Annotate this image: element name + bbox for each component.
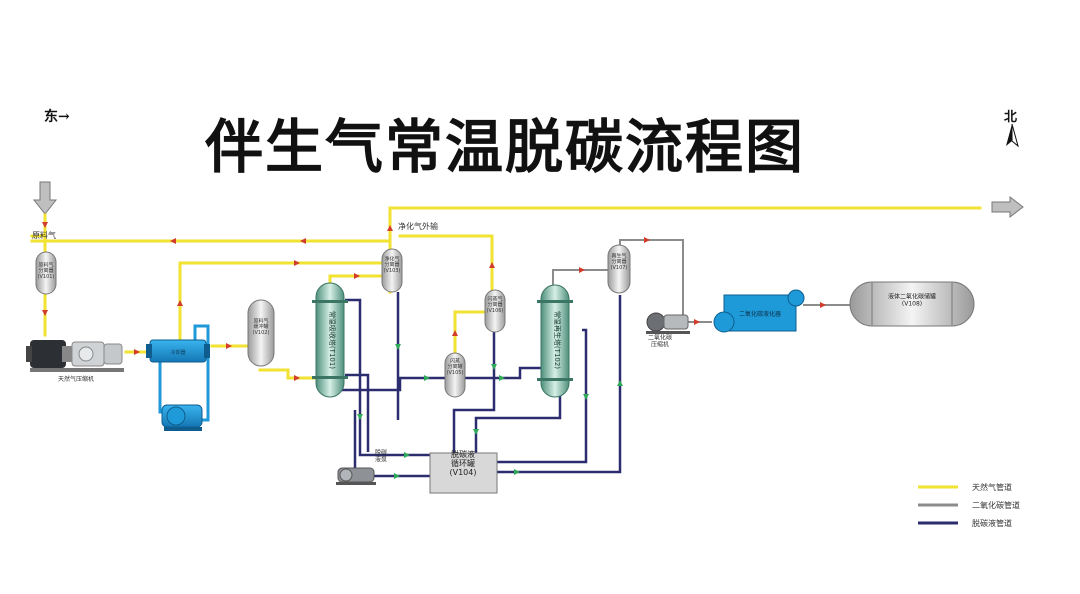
liquid-pump	[336, 467, 376, 485]
legend-label: 二氧化碳管道	[972, 500, 1020, 510]
cooler-label: 冷却器	[170, 349, 185, 356]
co2-compressor-label: 二氧化碳压缩机	[648, 334, 672, 349]
vessel-v108	[849, 281, 975, 327]
liquid-pipes	[334, 292, 622, 478]
v103-label: 净化气分离器(V103)	[384, 255, 401, 274]
label-line: 液泵	[375, 455, 387, 463]
label-line: 缓冲罐	[253, 323, 268, 330]
liquid-pipe-t102-to-v104-a	[474, 395, 562, 453]
label-line: (V105)	[447, 370, 464, 376]
label-line: 分离罐	[447, 363, 462, 370]
label-line: (V103)	[384, 268, 401, 274]
vessel-v102	[247, 299, 275, 367]
vessel-v105	[444, 352, 466, 398]
pump-label: 脱碳液泵	[375, 449, 387, 464]
v108-label: 液体二氧化碳储罐(V108)	[888, 293, 936, 308]
page-title: 伴生气常温脱碳流程图	[205, 113, 806, 181]
gas-pipe-bypass-top	[30, 239, 392, 251]
co2-compressor	[646, 312, 690, 334]
label-line: 闪蒸气	[487, 295, 502, 302]
vessel-v107	[607, 244, 631, 294]
liquid-pipe-v104-to-v107	[497, 295, 622, 474]
label-line: (V108)	[902, 300, 922, 307]
v106-label: 闪蒸气分离器(V106)	[487, 295, 504, 314]
label-line: 闪蒸	[450, 357, 460, 364]
feed-inlet-arrow-icon	[32, 181, 58, 215]
label-line: 分离器	[611, 258, 626, 265]
label-line: (V104)	[450, 468, 477, 477]
gas-pipe-cooler-up	[178, 261, 387, 342]
label-line: 原料气	[253, 317, 268, 324]
tower-t101	[312, 282, 348, 398]
legend-label: 脱碳液管道	[972, 518, 1012, 528]
co2-pipes	[552, 239, 850, 323]
label-line: 净化气	[384, 255, 399, 262]
label-line: 原料气	[38, 261, 53, 268]
feed-gas-label: 原料气	[32, 230, 56, 240]
vessel-v103	[381, 248, 403, 293]
label-line: (V106)	[487, 308, 504, 314]
liquefier-label: 二氧化碳液化器	[739, 310, 781, 318]
gas-compressor	[26, 340, 124, 372]
gas-pipe-v106-to-export-line	[398, 234, 494, 292]
v102-label: 原料气缓冲罐(V102)	[253, 317, 270, 336]
label-line: 分离器	[38, 267, 53, 274]
v105-label: 闪蒸分离罐(V105)	[447, 357, 464, 376]
gas-pipe-v102-to-t101	[258, 368, 316, 380]
purified-export-label: 净化气外输	[398, 221, 438, 231]
t102-label: 常温再生塔(T102)	[553, 311, 562, 369]
gas-pipe-flash-to-v106	[453, 310, 489, 355]
vessel-v101	[35, 251, 57, 295]
label-line: 脱碳	[375, 449, 387, 457]
cooling-water-pump	[161, 404, 203, 431]
label-line: (V107)	[611, 265, 628, 271]
liquid-pipe-v105-to-t102	[460, 366, 541, 380]
label-line: 二氧化碳	[648, 334, 672, 342]
label-line: 循环罐	[451, 458, 475, 468]
v101-label: 原料气分离器(V101)	[38, 261, 55, 280]
north-arrow-icon	[1006, 123, 1019, 148]
liquid-flow-arrows	[357, 344, 623, 479]
legend-label: 天然气管道	[972, 482, 1012, 492]
gas-cooler	[146, 339, 210, 363]
flow-direction-arrows	[42, 222, 826, 381]
liquid-pipe-t101-bottom-to-v105	[334, 376, 445, 395]
label-line: (V102)	[253, 330, 270, 336]
label-line: 分离器	[384, 261, 399, 268]
label-line: (V101)	[38, 274, 55, 280]
vessel-v106	[484, 289, 506, 333]
v104-label: 脱碳液循环罐(V104)	[450, 449, 477, 477]
co2-pipe-t102-to-v107	[552, 258, 616, 285]
t101-label: 常温吸收塔(T101)	[328, 311, 337, 369]
co2-pipe-v107-to-compressor	[619, 239, 684, 315]
liquid-pipe-t101-to-v104	[345, 298, 430, 457]
label-line: 液体二氧化碳储罐	[888, 293, 936, 301]
north-direction-label: 北	[1004, 110, 1018, 125]
label-line: 压缩机	[651, 340, 669, 348]
v107-label: 再生气分离器(V107)	[611, 252, 628, 271]
liquid-pipe-t101-side	[345, 373, 370, 452]
vessel-v104	[429, 452, 498, 494]
label-line: 再生气	[611, 252, 626, 259]
gas-compressor-label: 天然气压缩机	[58, 375, 94, 383]
label-line: 分离器	[487, 301, 502, 308]
label-line: 脱碳液	[451, 449, 475, 459]
tower-t102	[537, 284, 573, 398]
co2-liquefier	[713, 289, 805, 333]
east-direction-label: 东→	[44, 109, 70, 125]
export-outlet-arrow-icon	[991, 195, 1024, 219]
